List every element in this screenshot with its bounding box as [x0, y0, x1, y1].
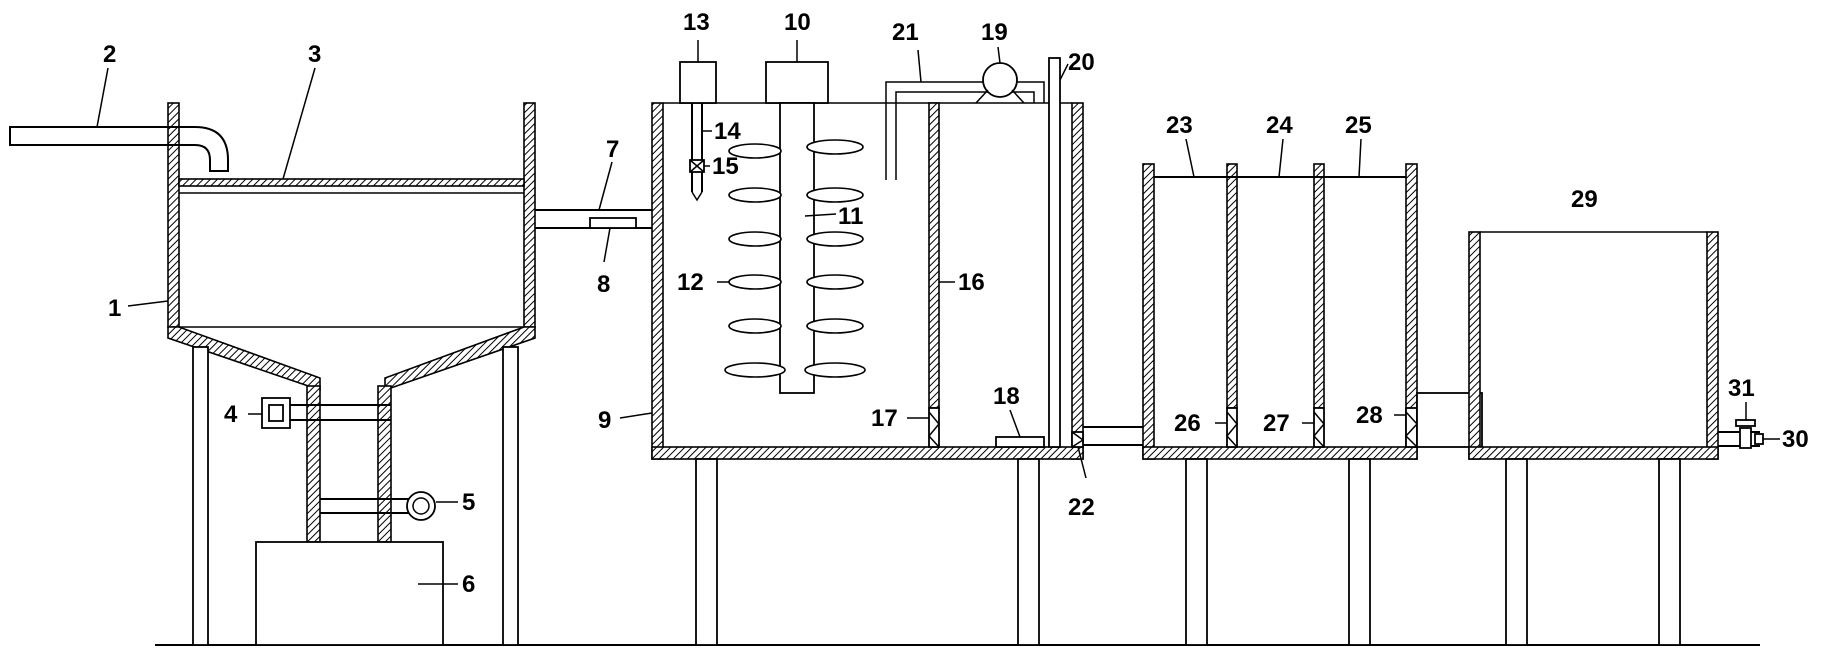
- label-16: 16: [958, 269, 985, 296]
- dosing-tube: [689, 103, 705, 202]
- label-18: 18: [993, 383, 1020, 410]
- filter-tanks-legs: [1185, 458, 1371, 646]
- label-23: 23: [1166, 112, 1193, 139]
- label-7: 7: [606, 136, 619, 163]
- label-9: 9: [598, 407, 611, 434]
- part-labels: 1 2 3 4 5 6 7 8 9 10 11 12 13 14 15 16 1…: [103, 9, 1809, 598]
- label-13: 13: [683, 9, 710, 36]
- outlet-pipe: [1718, 419, 1764, 449]
- label-19: 19: [981, 19, 1008, 46]
- label-22: 22: [1068, 494, 1095, 521]
- sludge-box: [255, 541, 444, 646]
- stirrer-shaft: [779, 102, 815, 394]
- screen-mesh: [178, 178, 525, 187]
- connecting-pipe-7: [535, 209, 652, 229]
- label-29: 29: [1571, 186, 1598, 213]
- stirring-blades: [724, 139, 866, 378]
- clean-water-tank-legs: [1505, 458, 1681, 646]
- reaction-tank-legs: [695, 458, 1040, 646]
- return-pipe-21: [885, 62, 1045, 180]
- label-21: 21: [892, 19, 919, 46]
- dosing-box-13: [679, 61, 717, 104]
- label-11: 11: [838, 203, 863, 230]
- label-6: 6: [462, 571, 475, 598]
- pump-5: [320, 491, 436, 521]
- label-30: 30: [1782, 426, 1809, 453]
- label-26: 26: [1174, 410, 1201, 437]
- label-12: 12: [677, 269, 704, 296]
- settling-tank-legs: [192, 346, 519, 646]
- label-15: 15: [712, 153, 739, 180]
- reaction-tank: [651, 57, 1085, 460]
- label-5: 5: [462, 489, 475, 516]
- label-4: 4: [224, 401, 238, 428]
- label-25: 25: [1345, 112, 1372, 139]
- label-2: 2: [103, 41, 116, 68]
- label-8: 8: [597, 271, 610, 298]
- valve-4: [261, 397, 391, 429]
- motor-box-10: [765, 61, 829, 104]
- label-28: 28: [1356, 402, 1383, 429]
- settling-tank: [167, 102, 536, 543]
- label-24: 24: [1266, 112, 1293, 139]
- inlet-pipe: [9, 126, 229, 172]
- clean-water-tank: [1468, 231, 1719, 460]
- label-27: 27: [1263, 410, 1290, 437]
- filter-tanks: [1142, 163, 1419, 460]
- label-1: 1: [108, 295, 121, 322]
- label-10: 10: [784, 9, 811, 36]
- connecting-pipe-22: [1083, 426, 1143, 446]
- leader-lines: [96, 40, 1780, 585]
- label-31: 31: [1728, 375, 1755, 402]
- label-14: 14: [714, 118, 741, 145]
- label-3: 3: [308, 41, 321, 68]
- label-20: 20: [1068, 49, 1095, 76]
- label-17: 17: [871, 405, 898, 432]
